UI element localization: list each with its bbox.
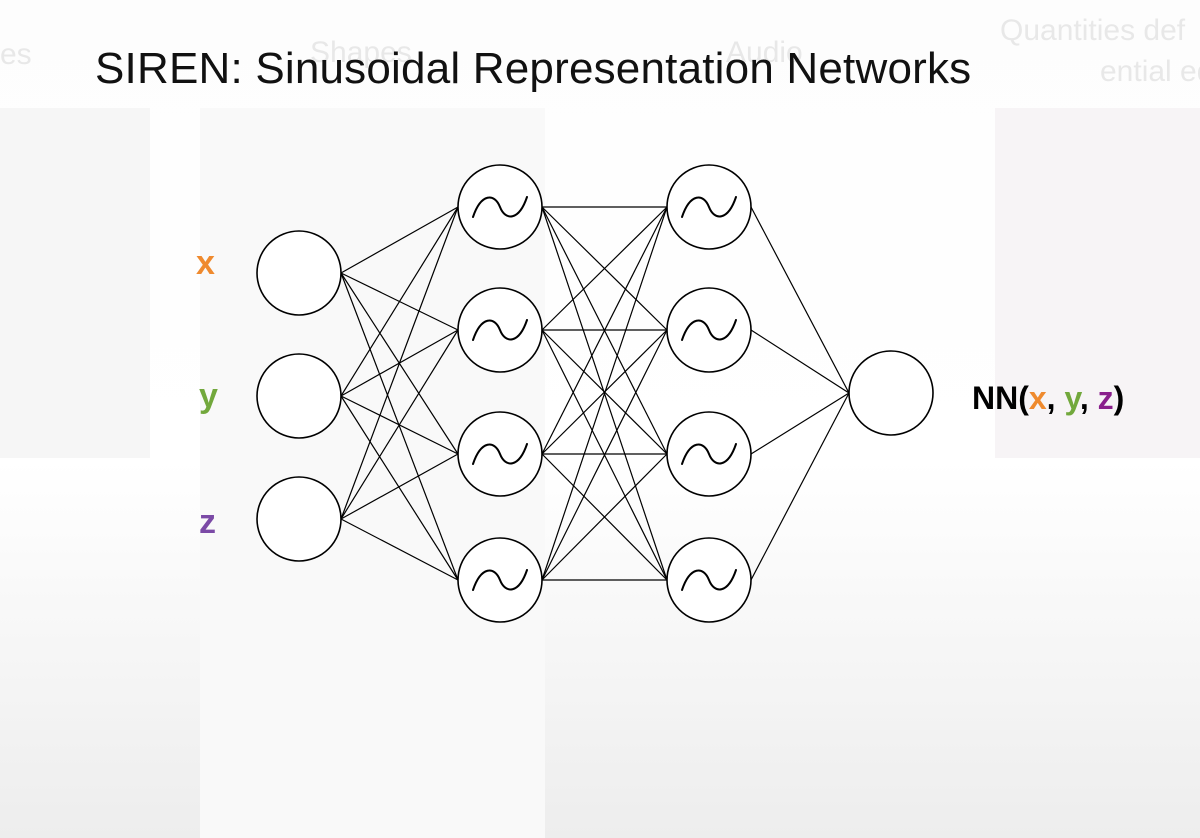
connection-edge [541, 206, 668, 455]
sine-wave-icon [681, 569, 737, 591]
sine-wave-icon [472, 443, 528, 465]
background-word: es [0, 38, 32, 71]
connection-edge [541, 453, 668, 581]
output-arg-z: z [1097, 380, 1114, 416]
network-edges [340, 206, 850, 581]
input-label-y: y [199, 377, 218, 415]
sine-wave-icon [681, 443, 737, 465]
output-label: NN(x, y, z) [972, 378, 1124, 418]
connection-edge [750, 392, 850, 455]
background-panel-right [995, 108, 1200, 458]
output-suffix: ) [1113, 380, 1125, 416]
input-node [256, 476, 342, 562]
connection-edge [750, 206, 850, 394]
input-node [256, 353, 342, 439]
sine-wave-icon [472, 319, 528, 341]
connection-edge [340, 518, 459, 581]
input-node [256, 230, 342, 316]
background-panel-left [0, 108, 150, 458]
sine-wave-icon [472, 196, 528, 218]
connection-edge [541, 329, 668, 581]
output-arg-y: y [1064, 380, 1080, 416]
connection-edge [340, 206, 459, 520]
connection-edge [340, 395, 459, 581]
connection-edge [340, 453, 459, 520]
output-prefix: NN( [972, 380, 1029, 416]
background-word: Audio [726, 36, 803, 69]
output-arg-x: x [1028, 380, 1047, 416]
sine-wave-icon [472, 569, 528, 591]
connection-edge [541, 206, 668, 331]
output-node [848, 350, 934, 436]
background-word: ential eq [1100, 55, 1200, 88]
output-separator: , [1046, 380, 1065, 416]
input-label-z: z [199, 503, 216, 541]
connection-edge [340, 206, 459, 274]
slide-title: SIREN: Sinusoidal Representation Network… [95, 44, 972, 93]
input-label-x: x [196, 244, 215, 282]
connection-edge [340, 272, 459, 581]
output-separator: , [1079, 380, 1098, 416]
sine-wave-icon [681, 196, 737, 218]
background-word: Quantities def [1000, 14, 1186, 47]
sine-wave-icon [681, 319, 737, 341]
connection-edge [750, 392, 850, 581]
connection-edge [340, 329, 459, 520]
connection-edge [340, 206, 459, 397]
connection-edge [750, 329, 850, 394]
connection-edge [541, 206, 668, 581]
background-word: Shapes [310, 36, 412, 69]
network-nodes [256, 164, 934, 623]
